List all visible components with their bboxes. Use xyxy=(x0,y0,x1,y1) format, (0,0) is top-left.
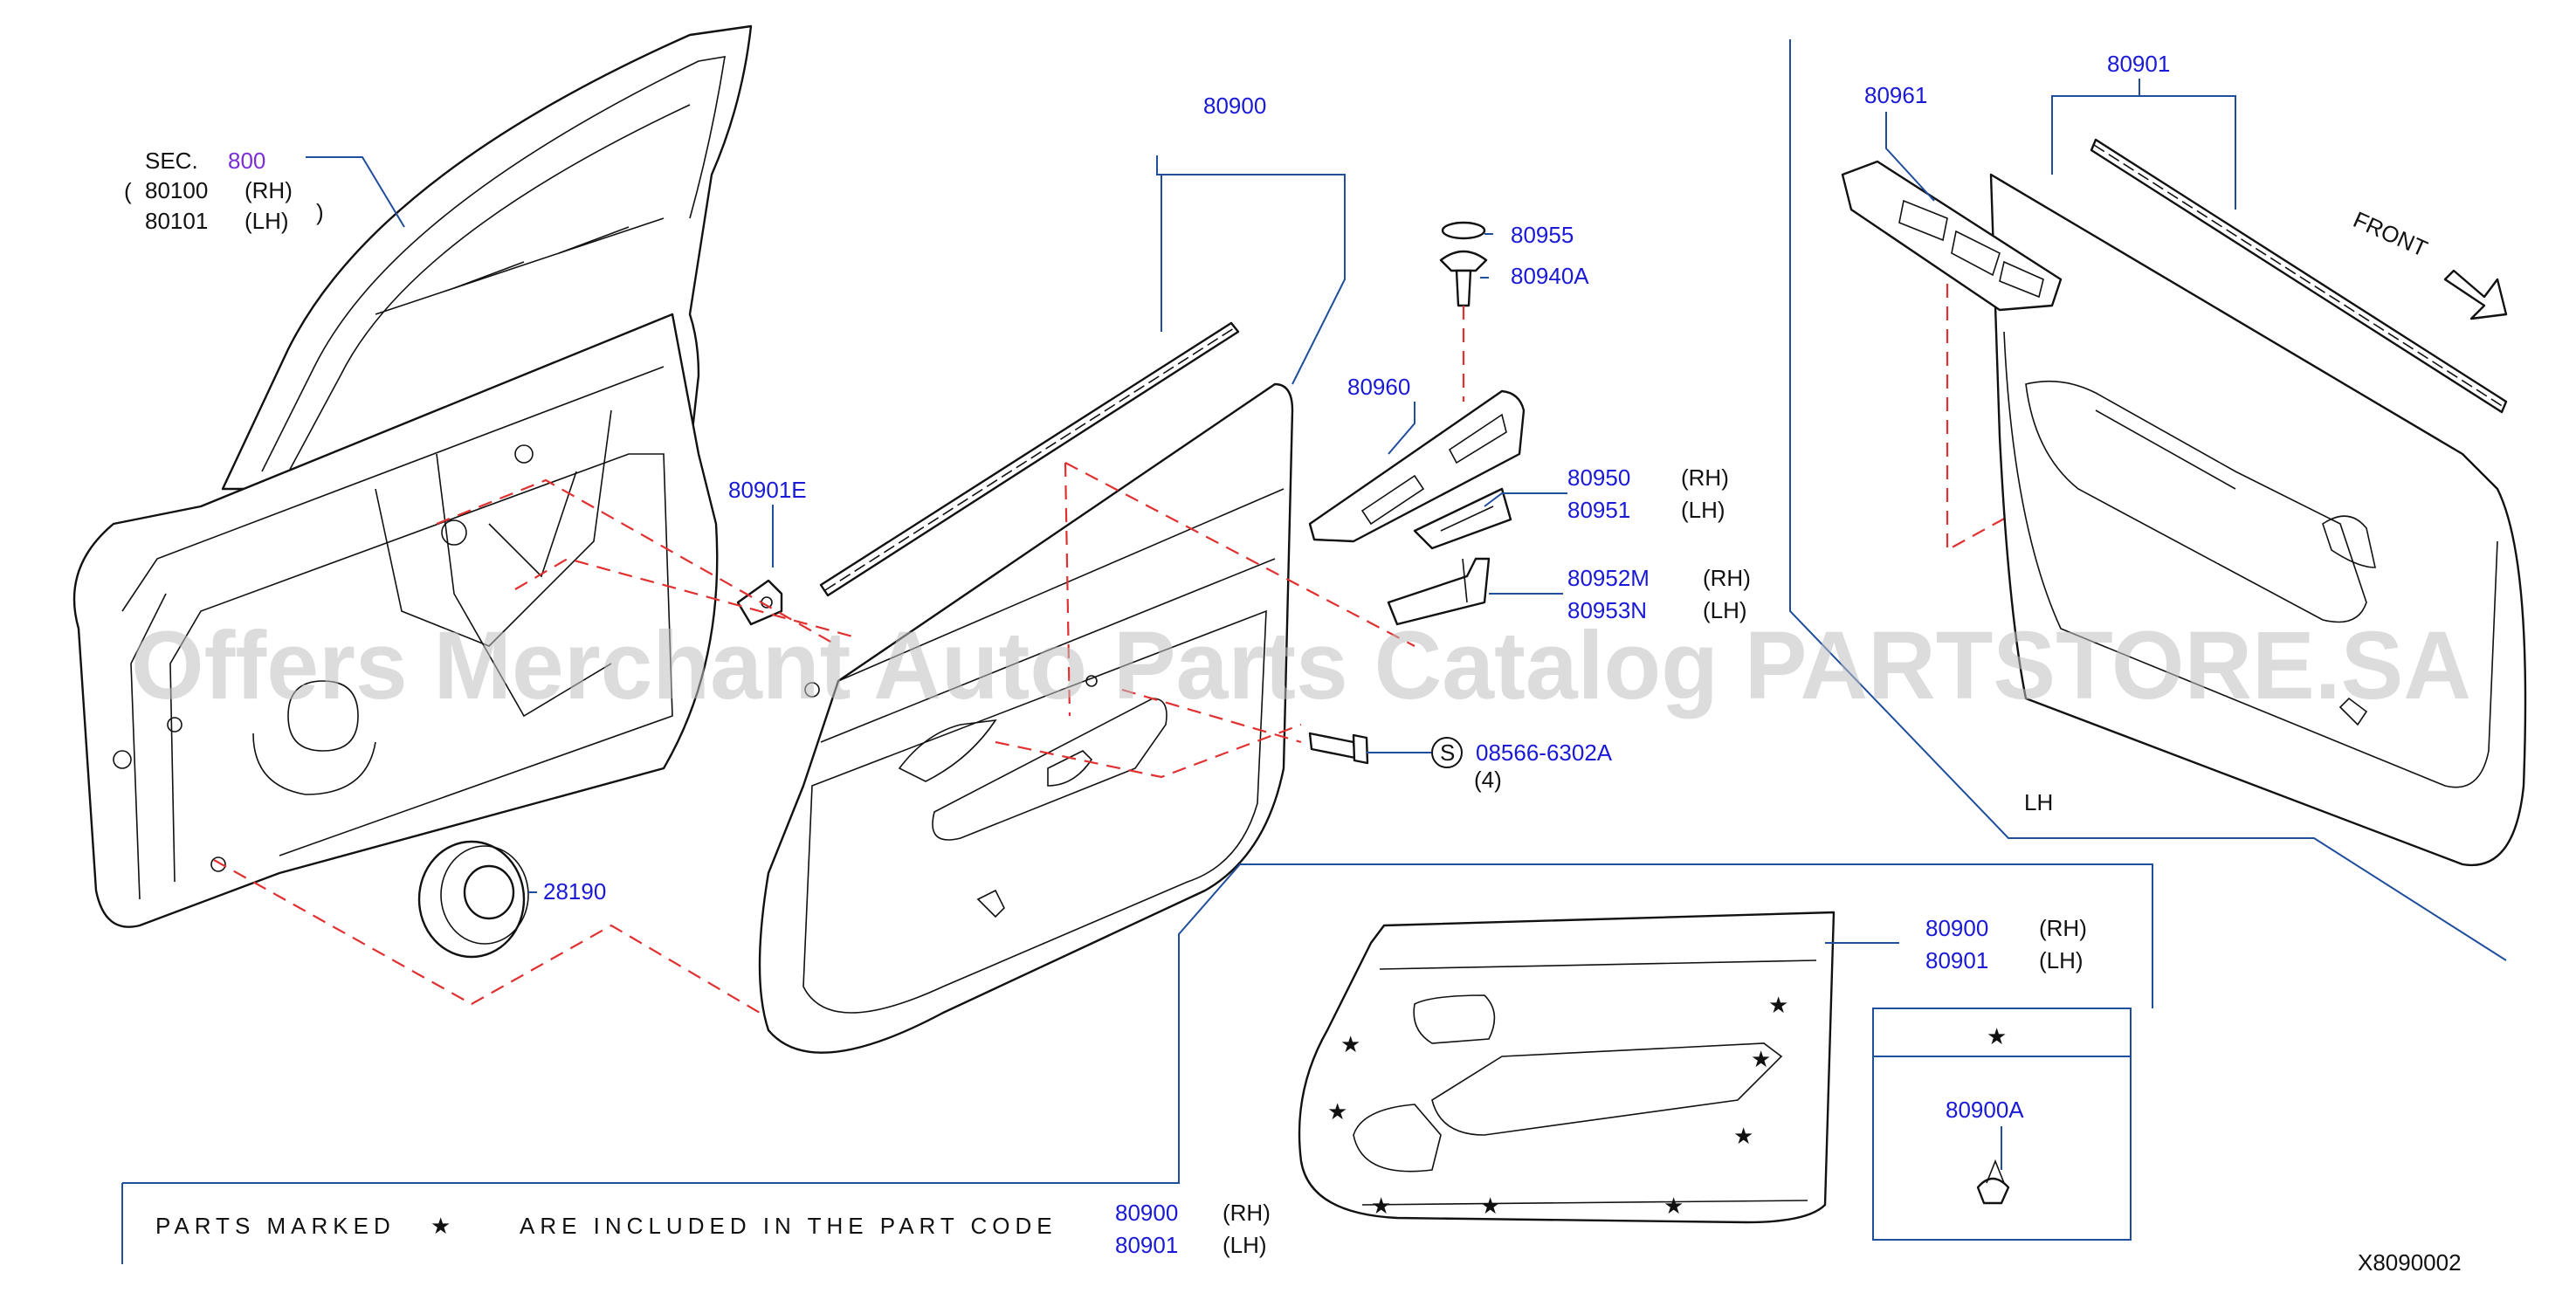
paren-close: ) xyxy=(316,199,324,225)
part-link-28190[interactable]: 28190 xyxy=(543,878,606,904)
bolt-callout: S 08566-6302A (4) xyxy=(1431,737,1613,793)
part-link-80900-top[interactable]: 80900 xyxy=(1203,93,1266,119)
footnote: PARTS MARKED ★ ARE INCLUDED IN THE PART … xyxy=(155,1200,1271,1258)
lh-switch-finisher-80961 xyxy=(1841,160,2063,312)
door-shell-drawing xyxy=(72,24,753,928)
lh-door-panel-drawing xyxy=(1989,173,2527,867)
bolt-08566-6302A xyxy=(1308,732,1369,765)
inset-trim-panel-drawing xyxy=(1298,911,1836,1224)
part-link-80901-note[interactable]: 80901 xyxy=(1115,1232,1178,1258)
grommet-seal-28190 xyxy=(417,840,529,959)
part-link-80960[interactable]: 80960 xyxy=(1347,374,1410,400)
part-link-80900-note[interactable]: 80900 xyxy=(1115,1200,1178,1226)
part-link-08566-6302A[interactable]: 08566-6302A xyxy=(1476,739,1613,766)
part-link-80900A[interactable]: 80900A xyxy=(1946,1097,2024,1123)
part-80952M-side: (RH) xyxy=(1703,565,1751,591)
lh-weatherstrip-80901 xyxy=(2090,138,2508,414)
part-link-80951[interactable]: 80951 xyxy=(1567,497,1630,523)
bracket-80952M xyxy=(1387,557,1491,626)
part-link-80901E[interactable]: 80901E xyxy=(728,477,807,503)
footnote-text-before: PARTS MARKED xyxy=(155,1213,396,1239)
leader-lines xyxy=(121,39,2507,1264)
assembly-guides xyxy=(213,284,2202,1014)
svg-text:★: ★ xyxy=(1733,1123,1753,1149)
section-lh-side: (LH) xyxy=(245,208,289,234)
svg-text:★: ★ xyxy=(1480,1193,1500,1219)
section-rh-side: (RH) xyxy=(245,177,293,203)
diagram-code: X8090002 xyxy=(2358,1249,2462,1276)
front-direction-arrow xyxy=(2443,269,2508,320)
part-link-80900-inset[interactable]: 80900 xyxy=(1925,915,1988,941)
svg-text:★: ★ xyxy=(1663,1193,1684,1219)
watermark-text: Offers Merchant Auto Parts Catalog PARTS… xyxy=(131,612,2471,719)
door-trim-panel-drawing xyxy=(758,382,1294,1054)
part-80953N-side: (LH) xyxy=(1703,597,1747,623)
paren-open: ( xyxy=(124,178,132,204)
legend-star-symbol: ★ xyxy=(1987,1023,2007,1049)
part-link-80901-inset[interactable]: 80901 xyxy=(1925,947,1988,973)
section-number-link[interactable]: 800 xyxy=(228,148,265,174)
part-link-80952M[interactable]: 80952M xyxy=(1567,565,1650,591)
section-reference[interactable]: SEC. 800 ( 80100 (RH) 80101 (LH) ) xyxy=(124,148,324,234)
standard-part-letter: S xyxy=(1440,739,1455,766)
standard-part-symbol xyxy=(1431,737,1463,768)
footnote-star: ★ xyxy=(430,1213,451,1239)
clip-80900A-shape xyxy=(1976,1177,2010,1205)
part-link-80950[interactable]: 80950 xyxy=(1567,464,1630,491)
weatherstrip-80900 xyxy=(819,321,1240,597)
part-link-80953N[interactable]: 80953N xyxy=(1567,597,1647,623)
front-label: FRONT xyxy=(2350,206,2432,262)
lh-label: LH xyxy=(2024,789,2053,815)
part-link-80901-top[interactable]: 80901 xyxy=(2107,51,2170,77)
section-lh-part: 80101 xyxy=(145,208,208,234)
clip-legend-box: ★ xyxy=(1872,1008,2132,1241)
svg-text:★: ★ xyxy=(1768,992,1788,1018)
part-link-80955[interactable]: 80955 xyxy=(1511,222,1574,248)
part-link-80961[interactable]: 80961 xyxy=(1864,82,1927,108)
footnote-text-after: ARE INCLUDED IN THE PART CODE xyxy=(520,1213,1057,1239)
part-80901-inset-side: (LH) xyxy=(2039,947,2084,973)
screw-cap-80955-80940A xyxy=(1439,221,1488,307)
svg-text:★: ★ xyxy=(1371,1193,1391,1219)
part-link-80940A[interactable]: 80940A xyxy=(1511,263,1589,289)
svg-text:★: ★ xyxy=(1327,1098,1347,1125)
part-80900-inset-side: (RH) xyxy=(2039,915,2087,941)
part-80950-side: (RH) xyxy=(1681,464,1729,491)
inset-stars: ★ ★ ★ ★ ★ ★ ★ ★ xyxy=(1327,992,1788,1219)
note-rh-side: (RH) xyxy=(1223,1200,1271,1226)
section-rh-part: 80100 xyxy=(145,177,208,203)
bolt-quantity: (4) xyxy=(1474,767,1502,793)
svg-text:★: ★ xyxy=(1340,1031,1360,1057)
switch-finisher-80960 xyxy=(1308,389,1526,543)
section-prefix: SEC. xyxy=(145,148,198,174)
svg-text:★: ★ xyxy=(1751,1046,1771,1072)
part-80951-side: (LH) xyxy=(1681,497,1725,523)
note-lh-side: (LH) xyxy=(1223,1232,1267,1258)
